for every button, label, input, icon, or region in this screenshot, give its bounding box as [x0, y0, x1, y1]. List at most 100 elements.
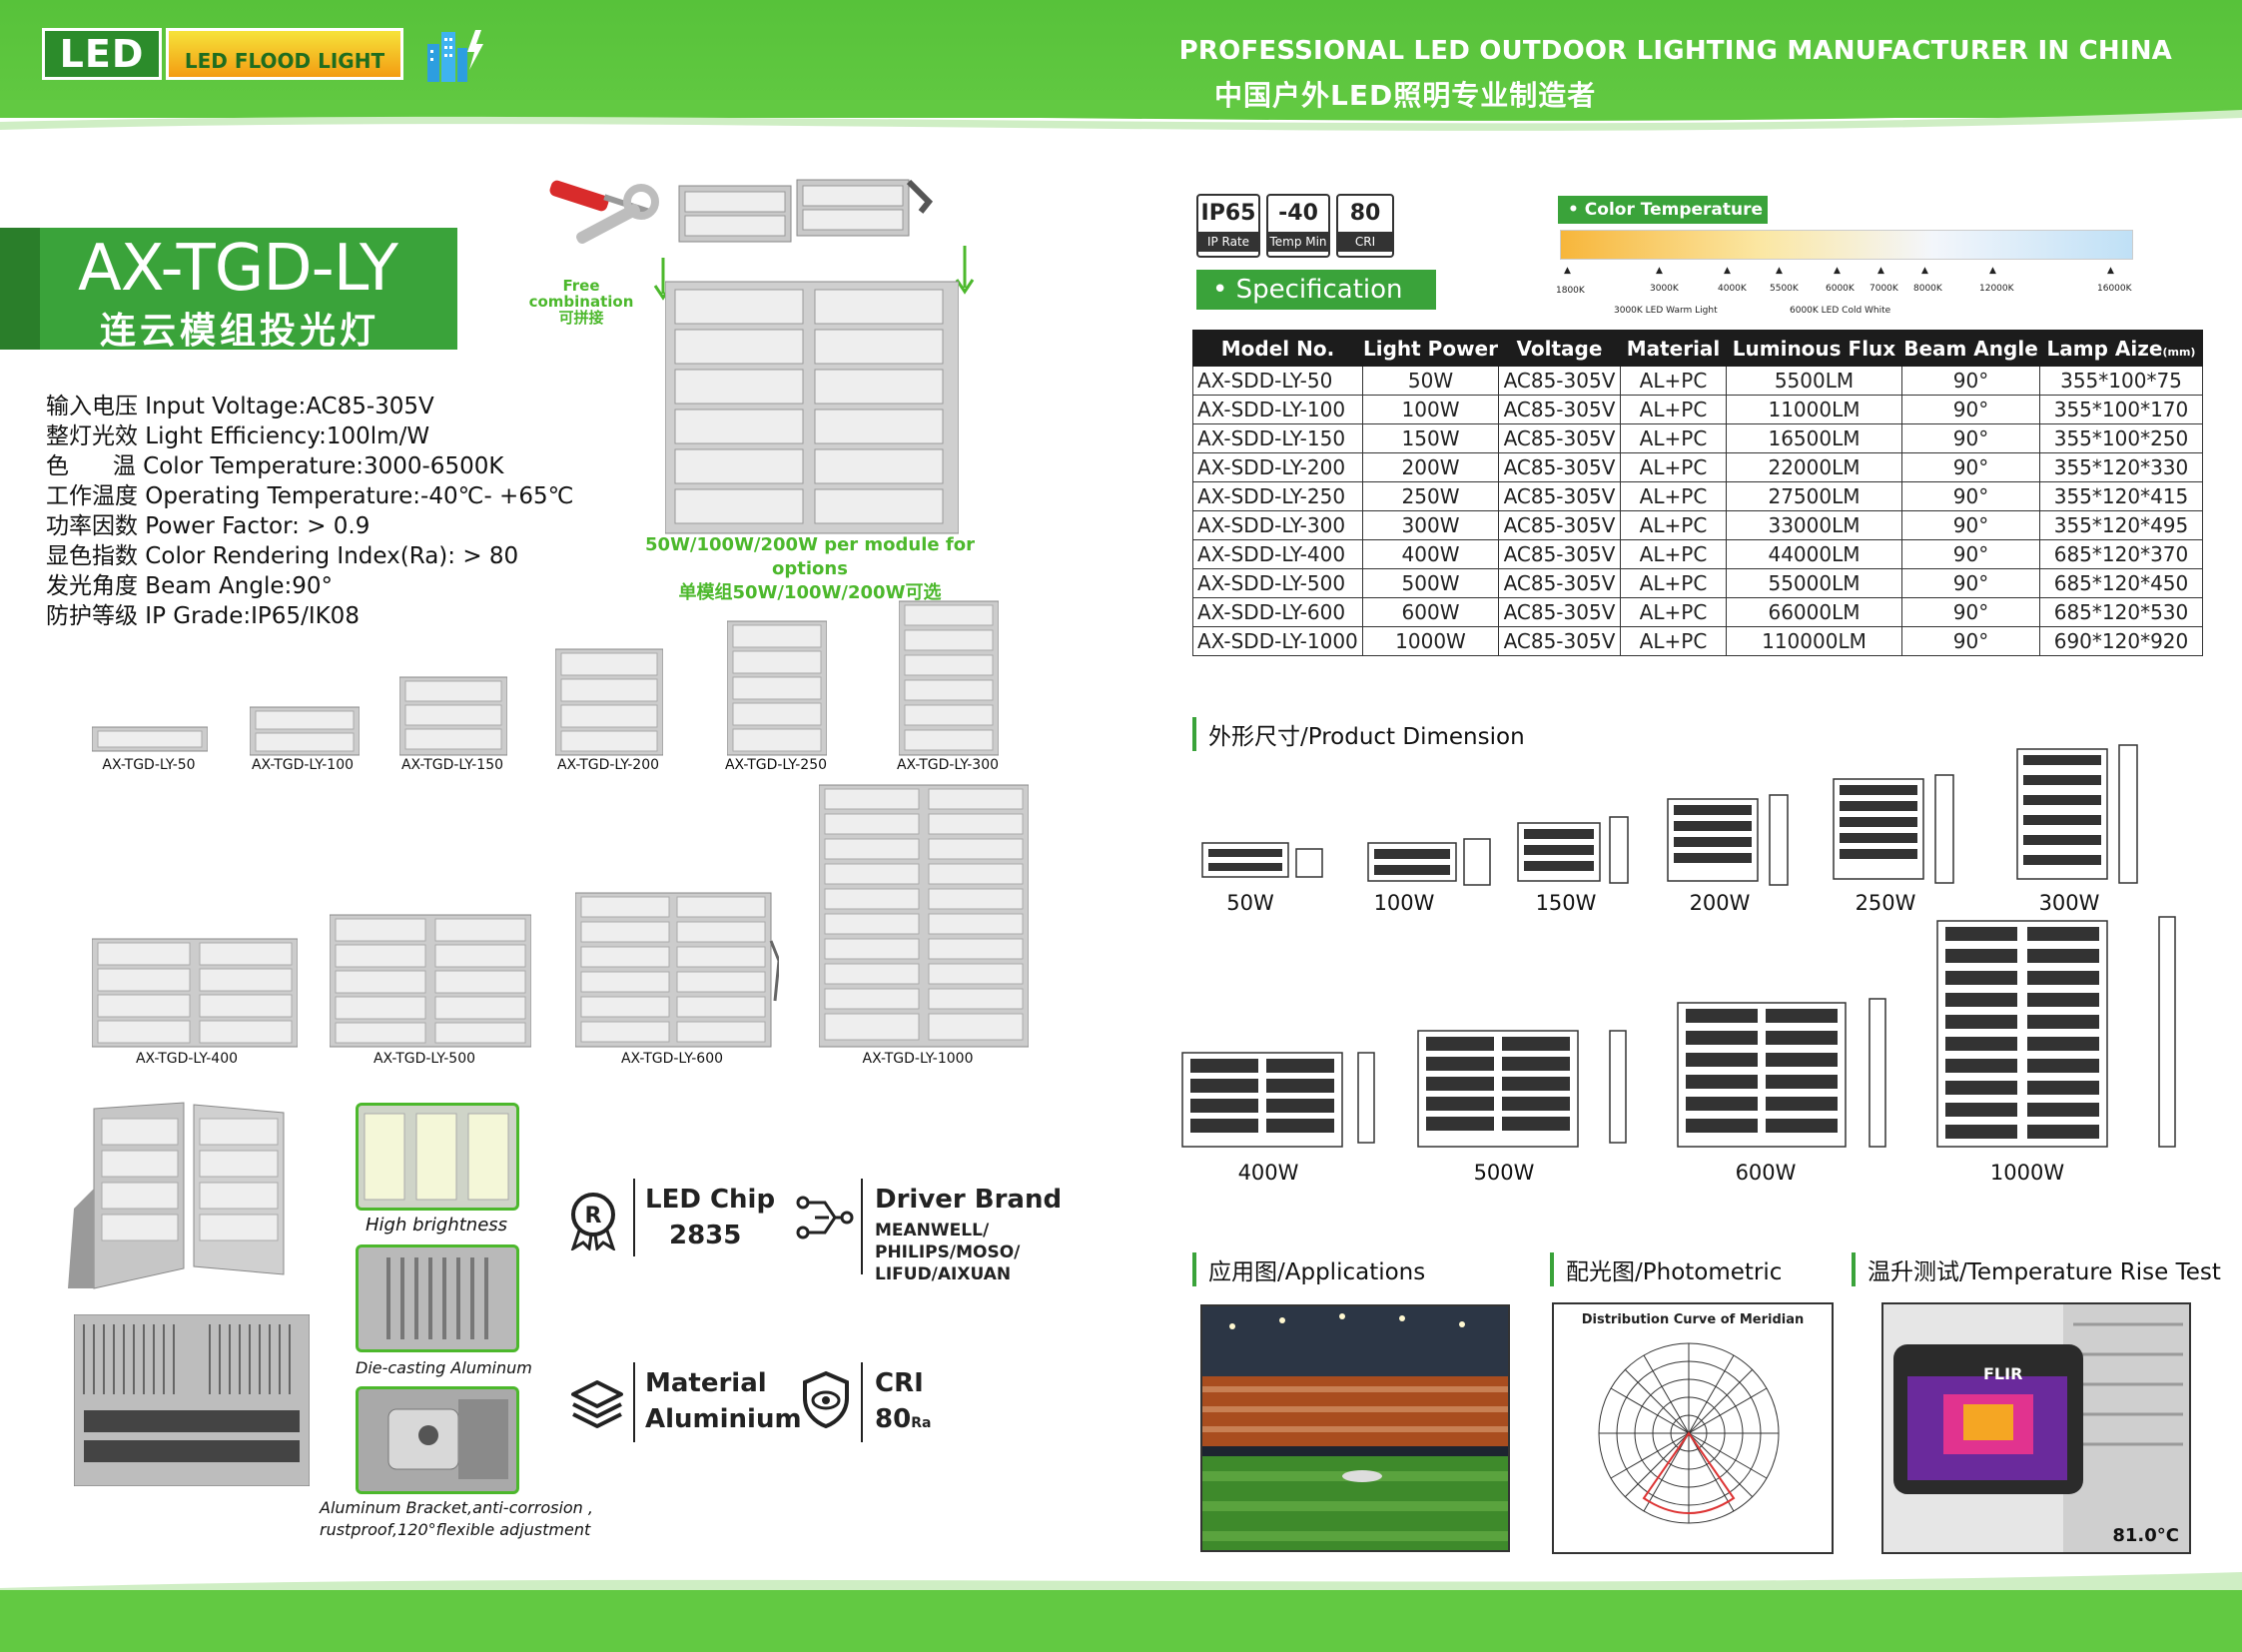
tick-marker: ▲ — [1564, 266, 1571, 276]
temperature-test-title: 温升测试/Temperature Rise Test — [1852, 1252, 2221, 1286]
divider — [861, 1179, 863, 1274]
product-name-cn: 连云模组投光灯 — [100, 311, 380, 352]
color-temperature-bar — [1560, 230, 2133, 260]
table-cell: 90° — [1900, 539, 2040, 569]
cri-title: CRI — [875, 1368, 924, 1398]
arrow-down-icon — [955, 246, 975, 295]
circuit-icon — [796, 1196, 854, 1239]
material-value: Aluminium — [645, 1404, 802, 1434]
color-temperature-scale: ▲1800K ▲3000K ▲4000K ▲5500K ▲6000K ▲7000… — [1556, 266, 2133, 326]
product-image-1000 — [819, 784, 1029, 1048]
note-warm: 3000K LED Warm Light — [1614, 306, 1718, 316]
table-cell: 50W — [1362, 366, 1499, 396]
product-image-150 — [399, 676, 507, 756]
divider — [633, 1179, 635, 1256]
table-cell: AL+PC — [1619, 568, 1727, 598]
header-tagline-cn: 中国户外LED照明专业制造者 — [1214, 79, 1597, 112]
table-cell: 355*100*75 — [2038, 366, 2204, 396]
col-header: Beam Angle — [1900, 330, 2040, 367]
table-cell: 685*120*450 — [2038, 568, 2204, 598]
table-cell: 250W — [1362, 481, 1499, 511]
tick-marker: ▲ — [1656, 266, 1663, 276]
product-label: AX-TGD-LY-600 — [620, 1051, 724, 1067]
angled-fixture-image — [68, 1102, 285, 1289]
dimension-label: 400W — [1237, 1161, 1299, 1185]
die-casting-caption: Die-casting Aluminum — [356, 1358, 532, 1377]
table-cell: AC85-305V — [1497, 626, 1621, 656]
photometric-chart: Distribution Curve of Meridian — [1552, 1302, 1834, 1554]
bracket-caption-line-1: Aluminum Bracket,anti-corrosion , — [320, 1498, 593, 1517]
table-cell: 11000LM — [1725, 395, 1902, 424]
table-cell: 90° — [1900, 395, 2040, 424]
tick-label: 7000K — [1869, 284, 1898, 294]
cri-value: 80Ra — [875, 1404, 932, 1434]
tick-label: 1800K — [1556, 286, 1585, 296]
col-header: Light Power — [1362, 330, 1499, 367]
city-lightning-icon — [427, 30, 483, 82]
table-cell: AL+PC — [1619, 452, 1727, 482]
driver-brand-line: LIFUD/AIXUAN — [875, 1264, 1012, 1284]
led-chip-title: LED Chip — [645, 1185, 776, 1215]
table-cell: 16500LM — [1725, 423, 1902, 453]
tick-label: 12000K — [1979, 284, 2014, 294]
table-cell: AL+PC — [1619, 626, 1727, 656]
table-cell: AX-SDD-LY-300 — [1192, 510, 1363, 540]
divider — [861, 1362, 863, 1442]
table-cell: 300W — [1362, 510, 1499, 540]
tick-marker: ▲ — [1921, 266, 1928, 276]
wrench-screwdriver-icon — [549, 180, 659, 244]
table-cell: AL+PC — [1619, 395, 1727, 424]
dimension-label: 300W — [2038, 891, 2100, 915]
tick-marker: ▲ — [2107, 266, 2114, 276]
table-cell: AX-SDD-LY-100 — [1192, 395, 1363, 424]
spec-item: 功率因数 Power Factor: > 0.9 — [46, 513, 371, 539]
tick-marker: ▲ — [1989, 266, 1996, 276]
module-pair-image — [678, 179, 934, 243]
dimension-drawings-row-2 — [1181, 916, 2176, 1148]
table-cell: AC85-305V — [1497, 366, 1621, 396]
table-cell: 90° — [1900, 568, 2040, 598]
table-cell: AX-SDD-LY-1000 — [1192, 626, 1363, 656]
product-image-300 — [899, 600, 999, 756]
table-header-row: Model No. Light Power Voltage Material L… — [1192, 330, 2204, 367]
product-label: AX-TGD-LY-250 — [724, 757, 828, 773]
header-tagline-en: PROFESSIONAL LED OUTDOOR LIGHTING MANUFA… — [1178, 36, 2172, 66]
dimension-label: 150W — [1535, 891, 1597, 915]
table-cell: 90° — [1900, 423, 2040, 453]
col-header: Material — [1619, 330, 1727, 367]
product-image-100 — [250, 706, 360, 756]
spec-item: 整灯光效 Light Efficiency:100lm/W — [46, 423, 430, 449]
table-cell: 90° — [1900, 452, 2040, 482]
table-cell: 90° — [1900, 597, 2040, 627]
table-cell: 1000W — [1362, 626, 1499, 656]
tick-marker: ▲ — [1877, 266, 1884, 276]
col-header: Luminous Flux — [1725, 330, 1902, 367]
product-label: AX-TGD-LY-100 — [251, 757, 355, 773]
col-header: Model No. — [1192, 330, 1363, 367]
tick-marker: ▲ — [1776, 266, 1783, 276]
table-cell: 355*100*250 — [2038, 423, 2204, 453]
table-cell: 600W — [1362, 597, 1499, 627]
table-cell: AC85-305V — [1497, 395, 1621, 424]
product-label: AX-TGD-LY-150 — [400, 757, 504, 773]
table-cell: AC85-305V — [1497, 510, 1621, 540]
table-cell: 355*120*330 — [2038, 452, 2204, 482]
spec-item: 工作温度 Operating Temperature:-40℃- +65℃ — [46, 483, 574, 509]
high-brightness-caption: High brightness — [366, 1215, 508, 1236]
product-image-200 — [555, 648, 663, 756]
tick-label: 3000K — [1650, 284, 1679, 294]
bracket-caption-line-2: rustproof,120°flexible adjustment — [320, 1520, 591, 1539]
product-image-500 — [330, 914, 531, 1048]
product-label: AX-TGD-LY-500 — [373, 1051, 476, 1067]
logo-subtitle: LED FLOOD LIGHT — [166, 28, 403, 80]
bracket-image — [356, 1386, 519, 1494]
table-cell: AL+PC — [1619, 539, 1727, 569]
module-options-label: 50W/100W/200W per module for options 单模组… — [645, 534, 975, 603]
specification-tab: • Specification — [1196, 270, 1436, 310]
